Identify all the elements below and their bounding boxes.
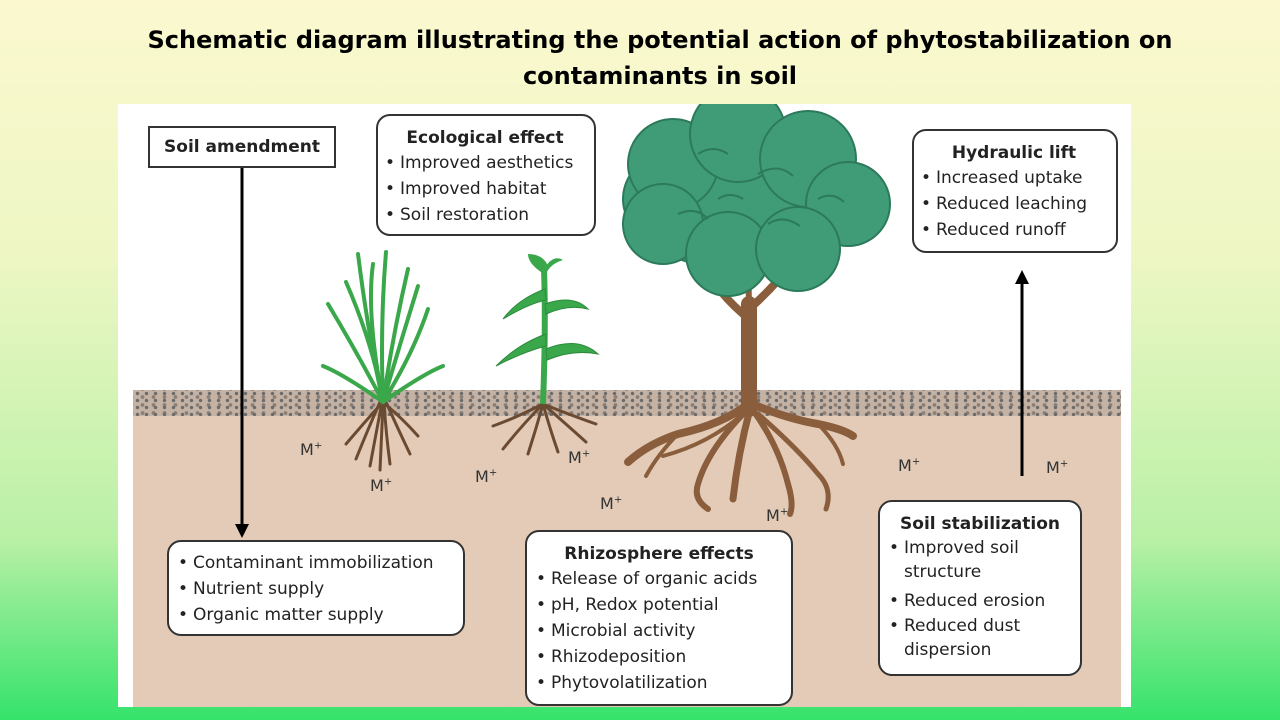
list-item-continuation: structure [904,562,982,582]
soil-stabilization-box: Soil stabilization Improved soil structu… [878,500,1082,676]
list-item: Improved soil [886,536,1074,560]
metal-ion-label: M+ [898,456,921,475]
list-item: Increased uptake [918,165,1110,191]
list-item: Reduced dust [886,614,1074,638]
hydraulic-lift-arrow [1015,270,1029,476]
ecological-effect-box: Ecological effect Improved aesthetics Im… [376,114,596,236]
list-item: Reduced erosion [886,588,1074,614]
list-item: Organic matter supply [175,602,457,628]
corn-plant [495,254,600,405]
rhizosphere-effects-box: Rhizosphere effects Release of organic a… [525,530,793,706]
metal-ion-label: M+ [1046,458,1069,477]
list-item: Improved aesthetics [382,150,588,176]
hydraulic-lift-heading: Hydraulic lift [951,143,1077,163]
list-item: Soil restoration [382,202,588,228]
soil-amendment-box: Soil amendment [148,126,336,168]
list-item: Phytovolatilization [533,670,785,696]
list-item: Release of organic acids [533,566,785,592]
soil-amendment-arrow [235,168,249,538]
plants-illustration [235,104,1029,538]
list-item: Improved habitat [382,176,588,202]
list-item: Reduced leaching [918,191,1110,217]
hydraulic-lift-box: Hydraulic lift Increased uptake Reduced … [912,129,1118,253]
grass-plant [321,250,445,404]
diagram-panel: M+ M+ M+ M+ M+ M+ M+ M+ Soil amendment E… [118,104,1131,707]
list-item: Contaminant immobilization [175,550,457,576]
metal-ion-label: M+ [600,494,623,513]
soil-surface [133,390,1121,416]
list-item-continuation: dispersion [904,640,992,660]
rhizosphere-effects-heading: Rhizosphere effects [564,544,754,564]
soil-stabilization-heading: Soil stabilization [900,514,1060,534]
list-item: Microbial activity [533,618,785,644]
ecological-effect-heading: Ecological effect [406,128,564,148]
page-title: Schematic diagram illustrating the poten… [147,26,1173,90]
amendment-effects-box: Contaminant immobilization Nutrient supp… [167,540,465,636]
metal-ion-label: M+ [300,440,323,459]
list-item: Nutrient supply [175,576,457,602]
list-item: Rhizodeposition [533,644,785,670]
metal-ion-label: M+ [370,476,393,495]
metal-ion-label: M+ [475,467,498,486]
list-item: Reduced runoff [918,217,1110,243]
list-item: pH, Redox potential [533,592,785,618]
tree-roots [624,400,857,517]
metal-ion-label: M+ [568,448,591,467]
corn-roots [491,402,598,456]
metal-ion-label: M+ [766,506,789,525]
grass-roots [344,400,420,472]
tree-crown [622,104,891,297]
